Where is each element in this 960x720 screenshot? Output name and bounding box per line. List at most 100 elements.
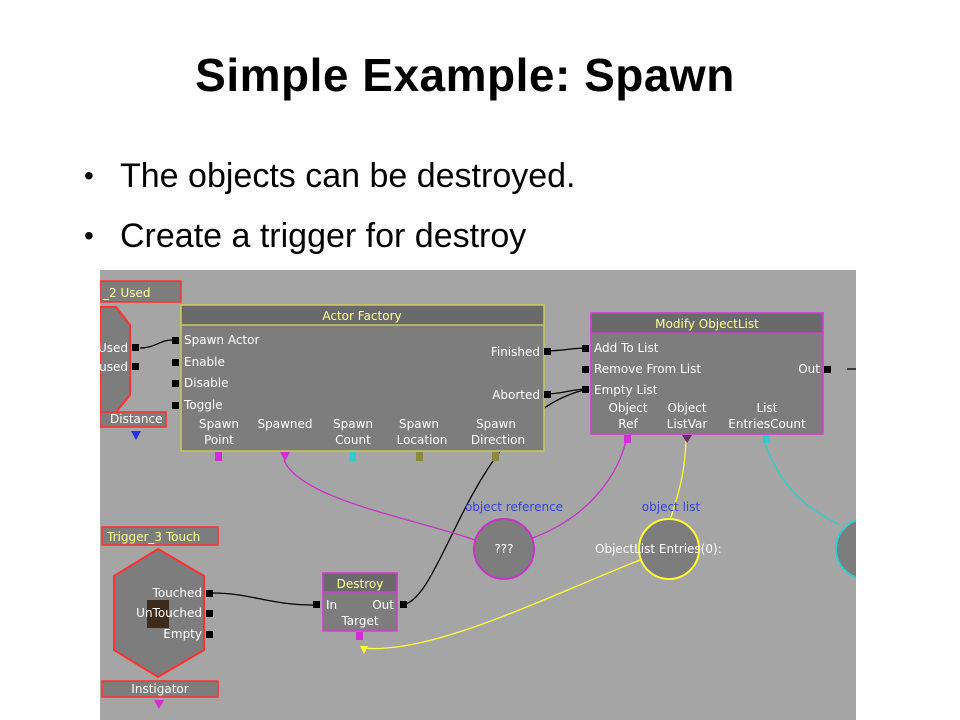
af-var-spawn-point-1: Spawn: [199, 417, 239, 431]
mol-var-listvar-2: ListVar: [667, 417, 708, 431]
destroy-in-connector[interactable]: [313, 601, 320, 608]
mol-objref-connector[interactable]: [624, 435, 631, 443]
af-aborted-connector[interactable]: [544, 391, 551, 398]
kismet-graph[interactable]: _2 Used Used Unused Distance Actor Facto…: [100, 270, 856, 720]
actor-factory-title: Actor Factory: [322, 309, 401, 323]
wire-objlist-to-modify: [669, 439, 687, 521]
wire-objectref-to-modify: [509, 439, 627, 546]
mol-remove-connector[interactable]: [582, 366, 589, 373]
bullet-item: • The objects can be destroyed.: [84, 150, 576, 210]
af-spawn-point-connector[interactable]: [215, 452, 222, 461]
af-var-spawn-point-2: Point: [204, 433, 234, 447]
af-spawn-actor-connector[interactable]: [172, 337, 179, 344]
af-var-spawn-count-1: Spawn: [333, 417, 373, 431]
af-input-disable: Disable: [184, 376, 229, 390]
mol-var-entries-1: List: [757, 401, 778, 415]
mol-output-out: Out: [798, 362, 820, 376]
mol-var-objref-2: Ref: [618, 417, 638, 431]
mol-empty-connector[interactable]: [582, 386, 589, 393]
af-spawn-location-connector[interactable]: [416, 452, 423, 461]
trigger2-header: _2 Used: [102, 286, 150, 300]
destroy-target-connector[interactable]: [356, 632, 363, 640]
wire-used-to-spawn: [139, 339, 173, 349]
kismet-canvas[interactable]: _2 Used Used Unused Distance Actor Facto…: [100, 270, 856, 720]
trigger2-distance-var: Distance: [110, 412, 162, 426]
af-spawn-direction-connector[interactable]: [492, 452, 499, 461]
af-input-spawn-actor: Spawn Actor: [184, 333, 259, 347]
bullet-text: Create a trigger for destroy: [120, 217, 527, 255]
trigger3-touch-event[interactable]: Trigger_3 Touch Touched UnTouched Empty …: [101, 526, 219, 709]
wire-touched-to-destroy-in: [212, 592, 314, 606]
modify-objectlist-title: Modify ObjectList: [655, 317, 759, 331]
trigger3-header: Trigger_3 Touch: [106, 530, 200, 544]
mol-var-objref-1: Object: [608, 401, 647, 415]
object-list-value: ObjectList Entries(0):: [595, 542, 722, 556]
trigger2-unused-connector[interactable]: [132, 363, 139, 370]
connection-wires: [139, 339, 856, 650]
destroy-input-in: In: [326, 598, 337, 612]
bullet-dot-icon: •: [84, 220, 94, 251]
trigger3-untouched-connector[interactable]: [206, 610, 213, 617]
trigger3-touched-connector[interactable]: [206, 590, 213, 597]
af-output-aborted: Aborted: [492, 388, 540, 402]
destroy-output-out: Out: [372, 598, 394, 612]
trigger3-output-untouched: UnTouched: [136, 606, 202, 620]
actor-factory-node[interactable]: Actor Factory Spawn Actor Enable Disable…: [172, 304, 551, 461]
trigger3-output-touched: Touched: [152, 586, 202, 600]
bullet-list: • The objects can be destroyed. • Create a…: [84, 150, 576, 270]
int-variable[interactable]: [835, 519, 856, 579]
wire-target-to-objlist: [361, 559, 641, 650]
af-finished-connector[interactable]: [544, 348, 551, 355]
wire-destroy-out-to-empty: [401, 388, 589, 606]
destroy-title: Destroy: [337, 577, 384, 591]
destroy-out-connector[interactable]: [400, 601, 407, 608]
trigger3-instigator-connector[interactable]: [154, 700, 164, 709]
mol-var-listvar-1: Object: [667, 401, 706, 415]
af-var-spawn-count-2: Count: [335, 433, 371, 447]
trigger2-distance-connector[interactable]: [131, 431, 141, 440]
mol-input-add: Add To List: [594, 341, 659, 355]
af-enable-connector[interactable]: [172, 359, 179, 366]
mol-out-connector[interactable]: [824, 366, 831, 373]
af-var-spawn-direction-1: Spawn: [476, 417, 516, 431]
trigger-volume-icon: [147, 600, 169, 628]
bullet-dot-icon: •: [84, 160, 94, 191]
af-toggle-connector[interactable]: [172, 402, 179, 409]
mol-listvar-connector[interactable]: [682, 435, 692, 443]
object-list-variable[interactable]: object list ObjectList Entries(0):: [595, 500, 722, 580]
trigger2-output-unused: Unused: [100, 360, 128, 374]
mol-add-connector[interactable]: [582, 345, 589, 352]
object-reference-value: ???: [494, 542, 513, 556]
destroy-node[interactable]: Destroy In Out Target: [313, 572, 407, 654]
bullet-text: The objects can be destroyed.: [120, 157, 576, 195]
trigger2-output-used: Used: [100, 341, 128, 355]
modify-objectlist-node[interactable]: Modify ObjectList Add To List Remove Fro…: [582, 312, 831, 443]
mol-entries-connector[interactable]: [763, 435, 770, 443]
bullet-item: • Create a trigger for destroy: [84, 210, 576, 270]
object-list-label: object list: [642, 500, 701, 514]
af-disable-connector[interactable]: [172, 380, 179, 387]
wire-spawned-to-objref: [283, 459, 476, 541]
mol-var-entries-2: EntriesCount: [728, 417, 806, 431]
trigger2-used-event[interactable]: _2 Used Used Unused Distance: [100, 280, 182, 440]
object-reference-label: object reference: [465, 500, 563, 514]
destroy-target-arrow-icon: [360, 646, 368, 654]
mol-input-remove: Remove From List: [594, 362, 701, 376]
af-output-finished: Finished: [491, 345, 540, 359]
trigger3-empty-connector[interactable]: [206, 631, 213, 638]
af-var-spawned: Spawned: [257, 417, 312, 431]
wire-entriescount-to-int: [763, 439, 841, 526]
af-spawned-connector[interactable]: [280, 452, 290, 461]
slide-title: Simple Example: Spawn: [195, 49, 735, 101]
af-var-spawn-direction-2: Direction: [471, 433, 525, 447]
af-var-spawn-location-1: Spawn: [399, 417, 439, 431]
object-reference-variable[interactable]: object reference ???: [465, 500, 563, 580]
mol-input-empty: Empty List: [594, 383, 658, 397]
af-input-toggle: Toggle: [183, 398, 223, 412]
destroy-var-target: Target: [340, 614, 378, 628]
af-spawn-count-connector[interactable]: [349, 452, 356, 461]
trigger3-instigator-var: Instigator: [131, 682, 188, 696]
af-input-enable: Enable: [184, 355, 225, 369]
trigger2-used-connector[interactable]: [132, 344, 139, 351]
af-var-spawn-location-2: Location: [397, 433, 448, 447]
